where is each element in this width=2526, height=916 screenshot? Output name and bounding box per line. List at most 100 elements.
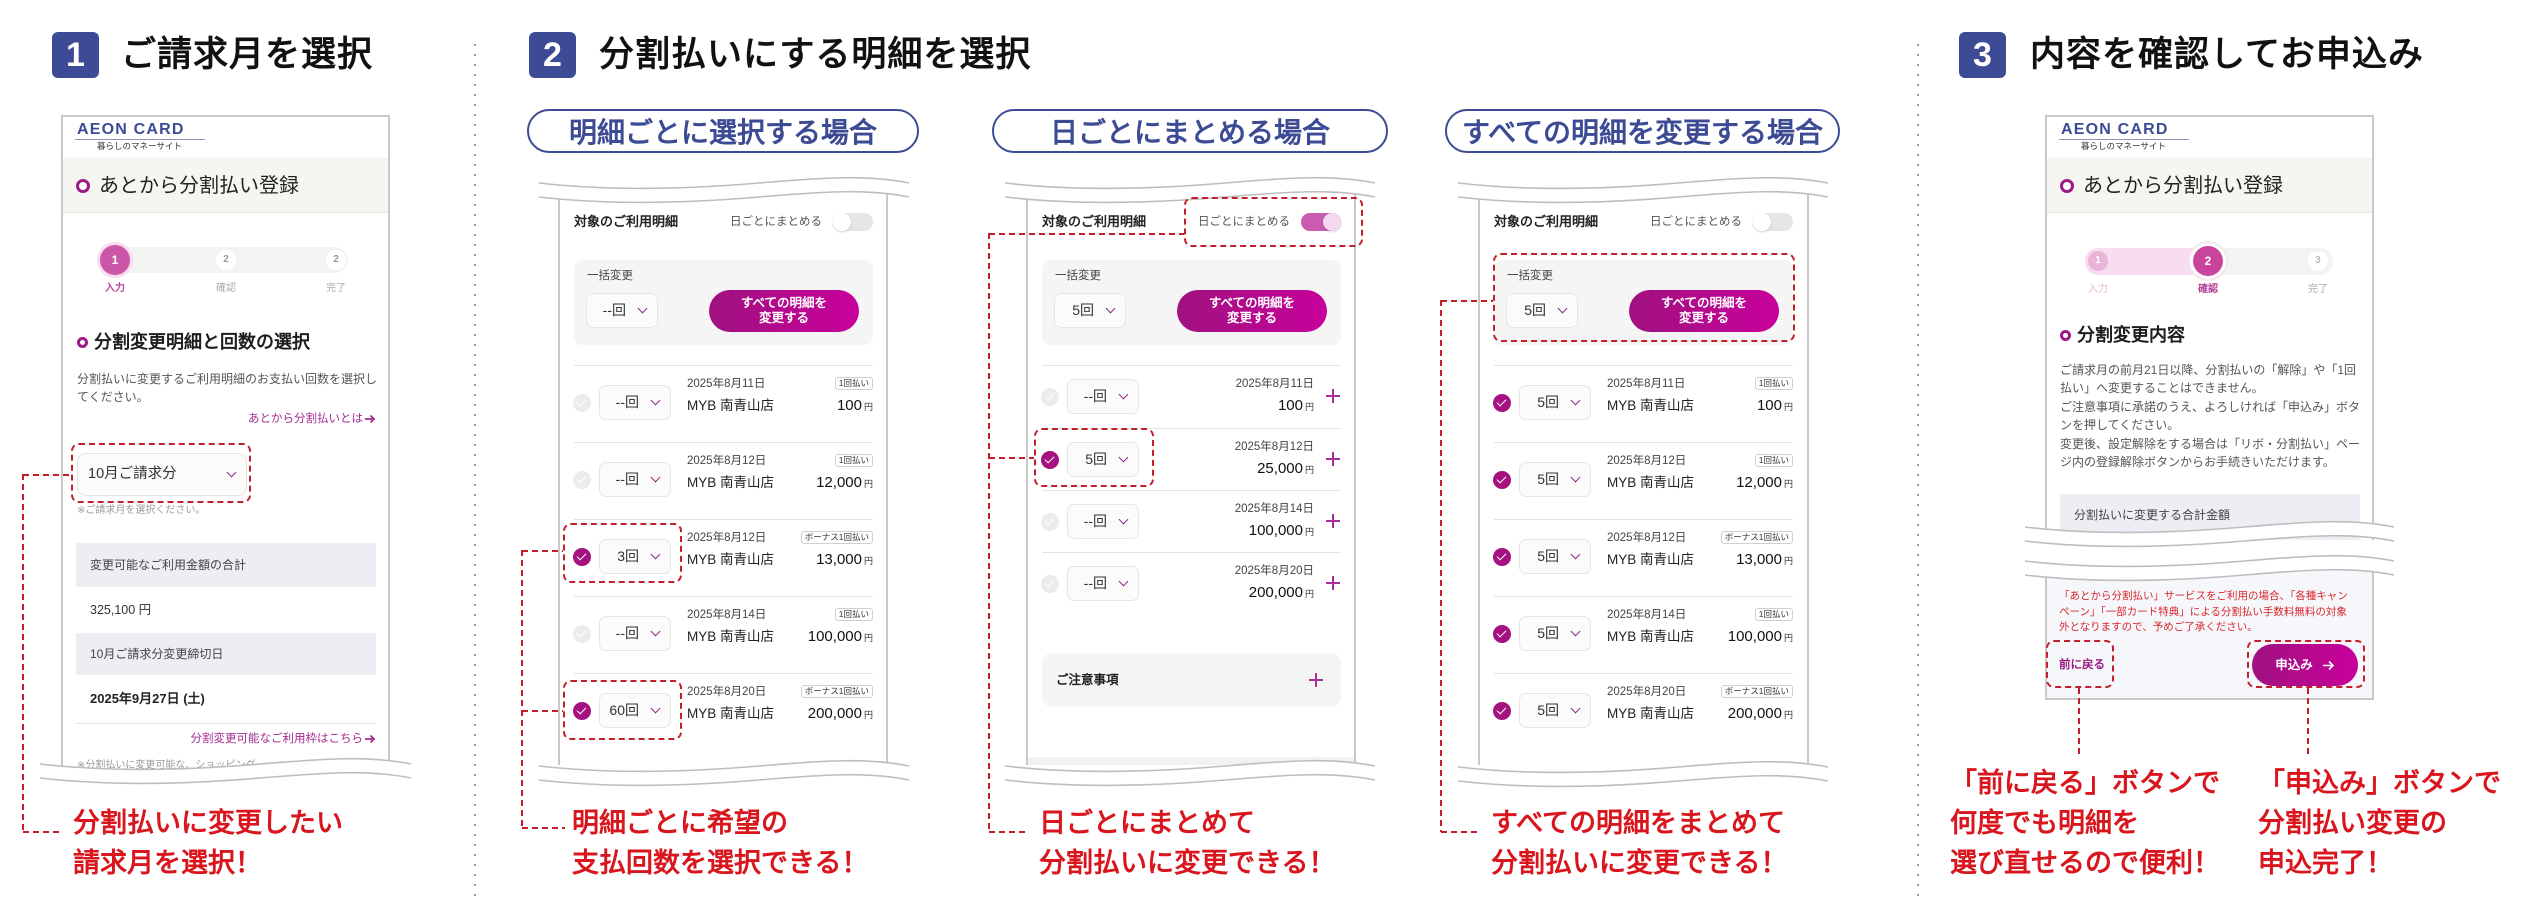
- installment-count-select[interactable]: 5回: [1519, 385, 1591, 420]
- installment-count-select[interactable]: --回: [599, 385, 671, 420]
- callout-line: 明細ごとに希望の: [572, 808, 788, 838]
- currency-unit: 円: [1783, 710, 1793, 720]
- chevron-down-icon: [1570, 395, 1581, 406]
- group-by-day-toggle[interactable]: [1301, 213, 1341, 231]
- expand-plus-icon[interactable]: [1326, 576, 1340, 590]
- row-checkbox[interactable]: [573, 471, 591, 489]
- row-checkbox[interactable]: [1493, 471, 1511, 489]
- currency-unit: 円: [863, 556, 873, 566]
- row-checkbox[interactable]: [573, 548, 591, 566]
- divider: [574, 673, 873, 674]
- divider: [574, 596, 873, 597]
- billing-month-note: ※ご請求月を選択ください。: [77, 505, 206, 516]
- row-checkbox[interactable]: [573, 625, 591, 643]
- callout-line: 何度でも明細を: [1950, 808, 2139, 838]
- installment-count-select[interactable]: --回: [1067, 504, 1139, 539]
- divider: [1042, 365, 1341, 366]
- divider: [1042, 490, 1341, 491]
- change-all-button-label: 変更する: [1226, 311, 1277, 325]
- submit-application-button[interactable]: 申込み: [2252, 644, 2358, 686]
- torn-edge-divider: [538, 176, 911, 204]
- bulk-count-select[interactable]: 5回: [1054, 293, 1126, 328]
- change-all-button-label: 変更する: [758, 311, 809, 325]
- page-title: あとから分割払い登録: [2083, 175, 2283, 197]
- case-heading-per-day: 日ごとにまとめる場合: [992, 109, 1388, 153]
- leader-line: [23, 831, 63, 833]
- installment-count-select[interactable]: --回: [1067, 379, 1139, 414]
- bulk-count-select[interactable]: --回: [586, 293, 658, 328]
- divider: [1494, 673, 1793, 674]
- row-checkbox[interactable]: [1041, 451, 1059, 469]
- installment-count-select[interactable]: 5回: [1519, 693, 1591, 728]
- currency-unit: 円: [1783, 633, 1793, 643]
- installment-count-select[interactable]: --回: [599, 616, 671, 651]
- expand-plus-icon[interactable]: [1326, 452, 1340, 466]
- group-by-day-toggle[interactable]: [833, 213, 873, 231]
- row-checkbox[interactable]: [573, 394, 591, 412]
- logo-underline: [2059, 139, 2189, 140]
- change-all-button[interactable]: すべての明細を変更する: [1177, 290, 1327, 332]
- usage-date: 2025年8月14日: [1607, 609, 1687, 621]
- installment-count-value: 3回: [617, 548, 639, 564]
- currency-unit: 円: [1783, 479, 1793, 489]
- row-checkbox[interactable]: [1493, 702, 1511, 720]
- usage-date: 2025年8月14日: [1234, 503, 1314, 515]
- leader-line: [23, 474, 71, 476]
- installment-count-select[interactable]: 5回: [1067, 442, 1139, 477]
- available-limit-link[interactable]: 分割変更可能なご利用枠はこちら: [191, 731, 377, 747]
- step-label-input: 入力: [2088, 284, 2108, 295]
- phone-screen-all-items: 対象のご利用明細 日ごとにまとめる 一括変更 5回 すべての明細を変更する 5回…: [1478, 190, 1809, 765]
- step-label-complete: 完了: [326, 283, 346, 294]
- group-by-day-label: 日ごとにまとめる: [1650, 216, 1742, 228]
- row-checkbox[interactable]: [1493, 548, 1511, 566]
- installment-count-select[interactable]: 5回: [1519, 462, 1591, 497]
- check-icon: [1496, 550, 1507, 561]
- installment-count-select[interactable]: 5回: [1519, 616, 1591, 651]
- back-link[interactable]: 前に戻る: [2059, 659, 2105, 671]
- change-all-button[interactable]: すべての明細を変更する: [709, 290, 859, 332]
- row-checkbox[interactable]: [1041, 388, 1059, 406]
- notes-accordion[interactable]: ご注意事項: [1042, 653, 1341, 707]
- leader-line: [988, 233, 990, 832]
- ring-bullet-icon: [2060, 330, 2071, 341]
- about-installment-link[interactable]: あとから分割払いとは: [248, 411, 376, 427]
- row-checkbox[interactable]: [1493, 394, 1511, 412]
- change-all-button[interactable]: すべての明細を変更する: [1629, 290, 1779, 332]
- ring-bullet-icon: [77, 337, 88, 348]
- installment-count-select[interactable]: 60回: [599, 693, 671, 728]
- installment-count-select[interactable]: 3回: [599, 539, 671, 574]
- bulk-change-panel: 一括変更 5回 すべての明細を変更する: [1042, 260, 1341, 345]
- arrow-right-icon: [365, 734, 376, 744]
- billing-month-value: 10月ご請求分: [88, 466, 177, 482]
- statement-row: 60回 2025年8月20日 ボーナス1回払い MYB 南青山店 200,000…: [560, 673, 886, 750]
- expand-plus-icon[interactable]: [1326, 514, 1340, 528]
- callout-line: すべての明細をまとめて: [1491, 808, 1786, 838]
- installment-count-select[interactable]: --回: [1067, 566, 1139, 601]
- installment-count-value: 5回: [1537, 548, 1559, 564]
- row-checkbox[interactable]: [1493, 625, 1511, 643]
- billing-month-select[interactable]: 10月ご請求分: [77, 453, 247, 496]
- expand-plus-icon[interactable]: [1326, 389, 1340, 403]
- row-checkbox[interactable]: [1041, 575, 1059, 593]
- phone-screen-billing-month: AEON CARD 暮らしのマネーサイト あとから分割払い登録 1 2 2 入力…: [61, 115, 390, 770]
- step-badge-3: 3: [1959, 32, 2006, 78]
- merchant-name: MYB 南青山店: [687, 475, 775, 490]
- payment-type-badge: ボーナス1回払い: [800, 531, 873, 544]
- row-checkbox[interactable]: [573, 702, 591, 720]
- notice-paragraph: 変更後、設定解除をする場合は「リボ・分割払い」ページ内の登録解除ボタンからお手続…: [2060, 436, 2361, 470]
- installment-count-select[interactable]: 5回: [1519, 539, 1591, 574]
- callout-line: 分割払いに変更できる！: [1039, 848, 1336, 878]
- section-description: 分割払いに変更するご利用明細のお支払い回数を選択してください。: [77, 372, 378, 404]
- row-checkbox[interactable]: [1041, 513, 1059, 531]
- amount-value: 13,000: [1736, 551, 1782, 568]
- installment-count-select[interactable]: --回: [599, 462, 671, 497]
- installment-count-value: --回: [1083, 513, 1107, 529]
- group-by-day-toggle[interactable]: [1753, 213, 1793, 231]
- bulk-count-select[interactable]: 5回: [1506, 293, 1578, 328]
